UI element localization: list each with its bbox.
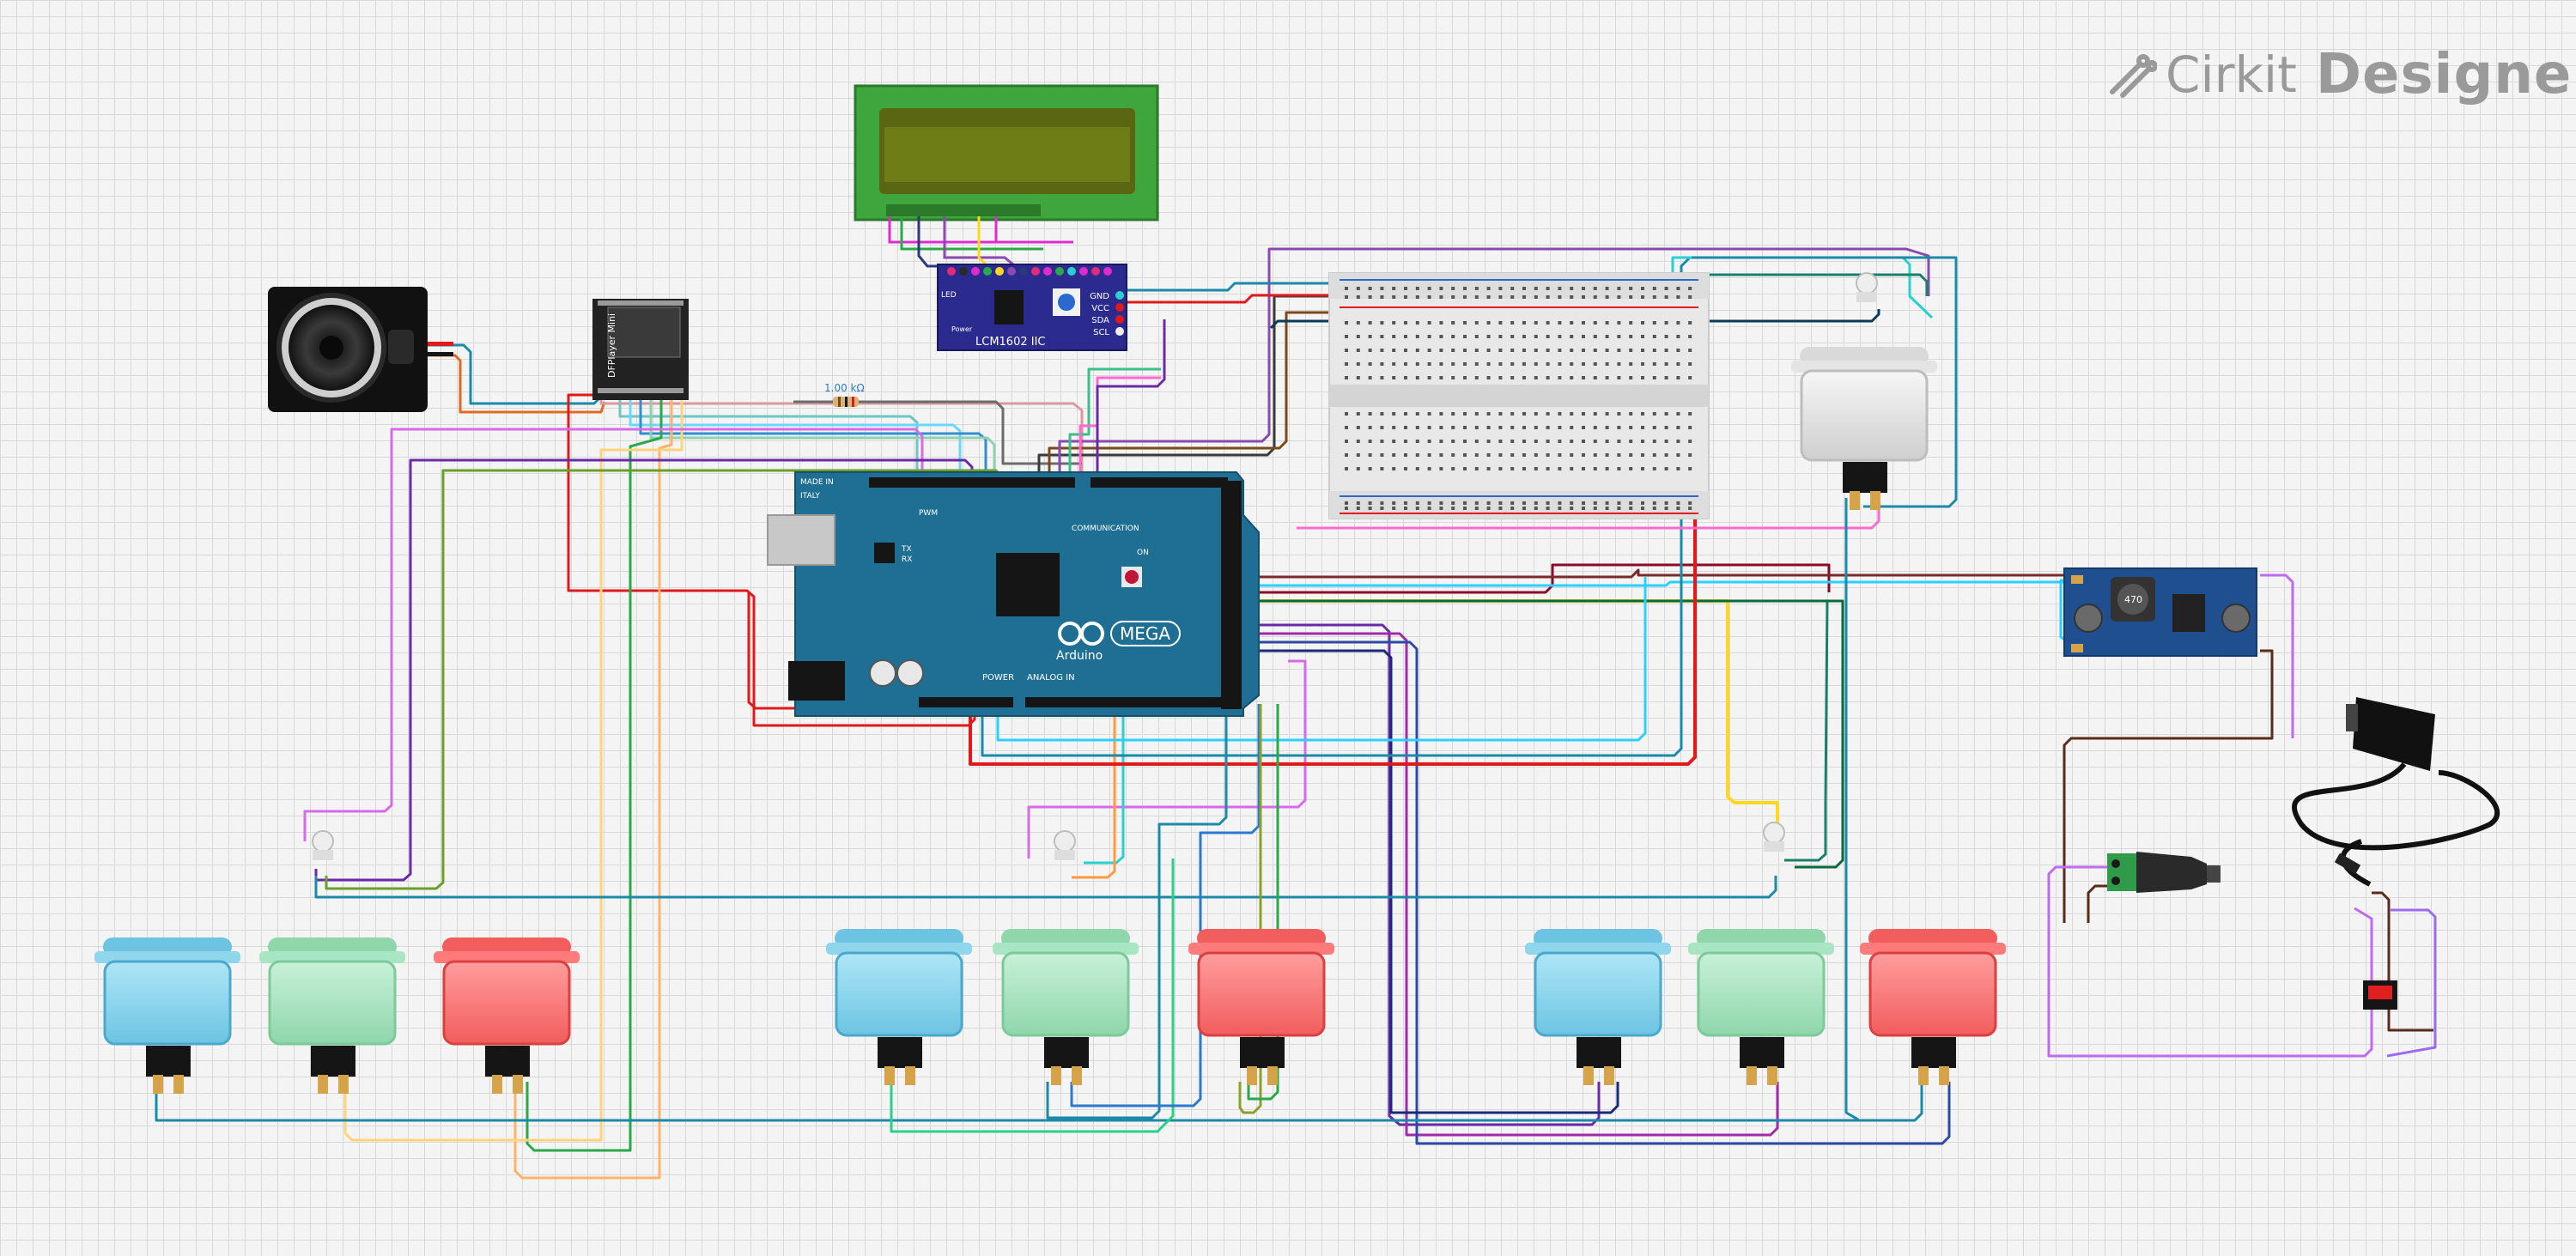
arduino-top-header: [869, 477, 1228, 488]
speaker[interactable]: [268, 287, 453, 412]
arcade-button-4-blue[interactable]: [826, 929, 972, 1085]
arcade-button-2-green[interactable]: [259, 937, 405, 1094]
resistor[interactable]: 1.00 kΩ: [816, 382, 876, 407]
i2c-module-label: LCM1602 IIC: [975, 336, 1046, 349]
rocker-switch[interactable]: [2363, 980, 2397, 1010]
breadboard[interactable]: [1328, 272, 1710, 519]
arcade-button-5-green[interactable]: [993, 929, 1139, 1085]
i2c-module[interactable]: GND VCC SDA SCL LED Power LCM1602 IIC: [937, 264, 1127, 351]
buck-inductor-label: 470: [2124, 594, 2142, 605]
arduino-power-label: POWER: [982, 673, 1014, 683]
i2c-header-pins: [947, 267, 1112, 276]
arcade-button-6-red[interactable]: [1188, 929, 1334, 1085]
rgb-led-middle[interactable]: [1054, 830, 1076, 860]
mp3-module-label: DFPlayer Mini: [606, 313, 617, 378]
brand-name-cirkit: Cirkit: [2166, 46, 2297, 104]
arduino-brand-label: Arduino: [1056, 649, 1103, 663]
i2c-pin-scl: SCL: [1093, 328, 1109, 337]
arduino-mega[interactable]: MADE IN ITALY PWM COMMUNICATION TX RX ON…: [767, 471, 1260, 717]
i2c-pin-vcc: VCC: [1091, 304, 1109, 313]
arcade-button-9-red[interactable]: [1860, 929, 2006, 1085]
arduino-tx-label: TX: [901, 545, 912, 554]
arduino-infinity-logo: [1058, 622, 1104, 646]
arcade-button-7-blue[interactable]: [1525, 929, 1671, 1085]
buck-converter[interactable]: 470: [2063, 567, 2257, 657]
mp3-module[interactable]: DFPlayer Mini: [592, 299, 689, 400]
i2c-pin-gnd: GND: [1090, 292, 1109, 301]
resistor-label: 1.00 kΩ: [824, 382, 865, 394]
mp3-pins: [598, 300, 683, 393]
arduino-on-label: ON: [1137, 549, 1149, 557]
arduino-analog-label: ANALOG IN: [1027, 673, 1075, 683]
power-adapter[interactable]: [2292, 697, 2500, 887]
cirkit-designer-logo: Cirkit Designer: [2105, 36, 2576, 113]
breadboard-holes: [1345, 287, 1692, 510]
arduino-right-header: [1221, 481, 1242, 709]
i2c-pin-sda: SDA: [1091, 316, 1109, 325]
rgb-led-right[interactable]: [1763, 822, 1785, 852]
arcade-button-10-white[interactable]: [1791, 347, 1937, 510]
arduino-country: ITALY: [800, 492, 820, 501]
dc-jack[interactable]: [2107, 852, 2221, 893]
arduino-made-in: MADE IN: [800, 478, 834, 487]
arduino-rx-label: RX: [902, 555, 912, 564]
i2c-led-label: LED: [941, 291, 957, 300]
cirkit-logo-icon: [2110, 54, 2157, 98]
arduino-pwm-label: PWM: [919, 509, 938, 518]
rgb-led-left[interactable]: [312, 830, 334, 860]
arduino-communication-label: COMMUNICATION: [1072, 525, 1139, 533]
brand-name-designer: Designer: [2315, 43, 2576, 106]
lcd-display[interactable]: [854, 84, 1159, 268]
arduino-model-label: MEGA: [1120, 623, 1170, 644]
lcd-pins: [886, 204, 1041, 216]
arcade-button-3-red[interactable]: [434, 937, 580, 1094]
arcade-button-8-green[interactable]: [1688, 929, 1834, 1085]
rgb-led-top[interactable]: [1856, 272, 1878, 302]
i2c-power-label: Power: [951, 325, 973, 333]
arduino-bottom-header: [919, 697, 1223, 707]
arcade-button-1-blue[interactable]: [94, 937, 240, 1094]
